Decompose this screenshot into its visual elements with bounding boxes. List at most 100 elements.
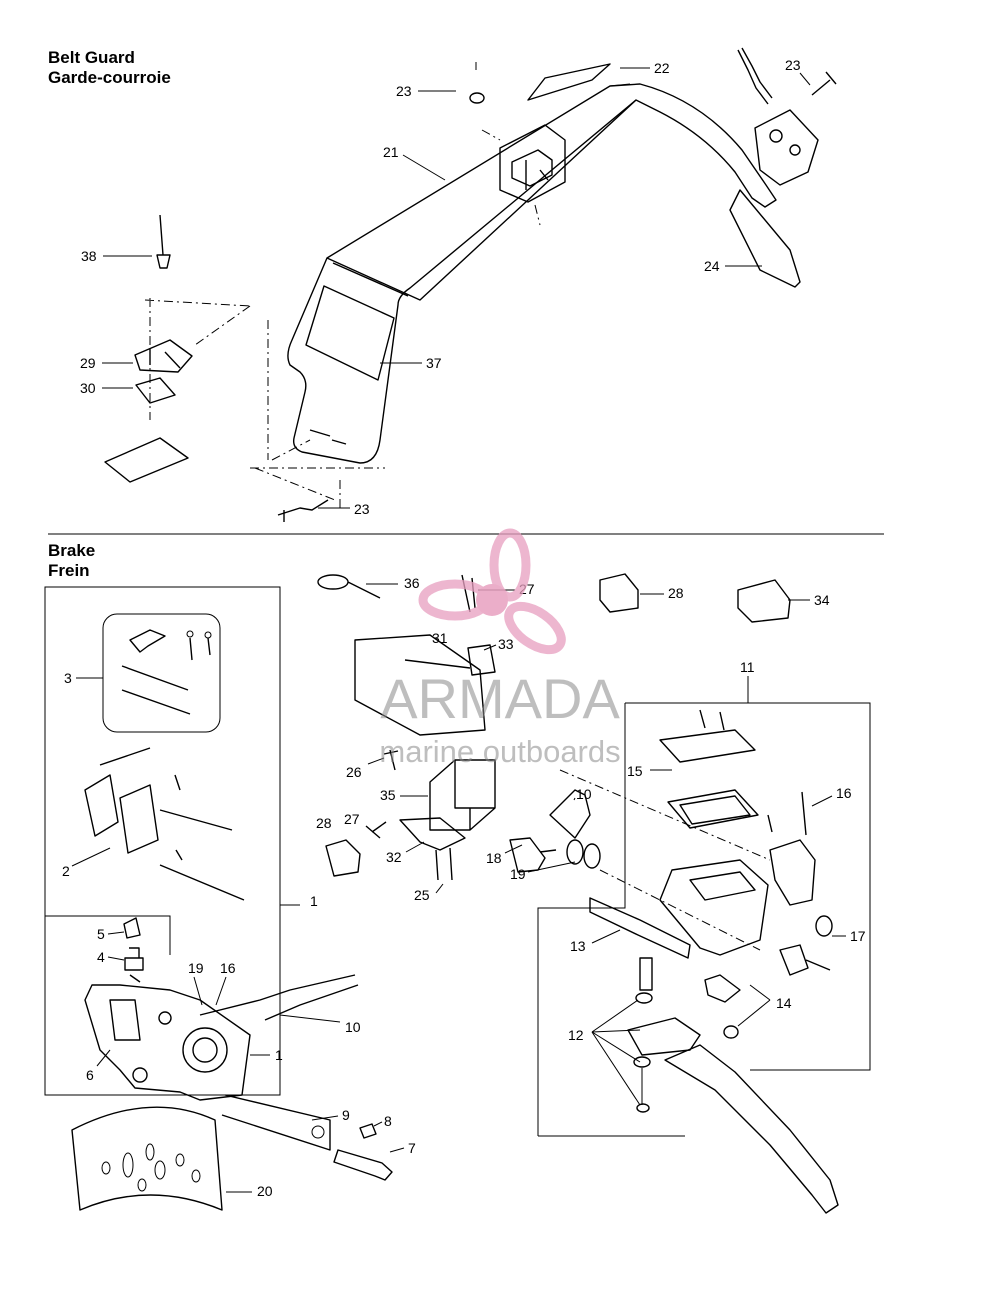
brake-title-fr: Frein	[48, 561, 90, 580]
callout-14: 14	[776, 995, 792, 1011]
callout-18: 18	[486, 850, 502, 866]
caliper-kit-bracket	[45, 904, 300, 955]
callout-33: 33	[498, 636, 514, 652]
rivet-23-bottom	[277, 499, 329, 522]
brake-hose-upper	[549, 789, 591, 839]
switch-housing	[354, 634, 486, 736]
banjo-bolt-18	[509, 837, 557, 873]
brake-disc	[71, 1106, 223, 1211]
gasket-plate	[104, 437, 189, 483]
callout-22: 22	[654, 60, 670, 76]
bolt-7	[333, 1149, 393, 1181]
caliper-kit-box	[44, 586, 281, 1096]
callout-2: 2	[62, 863, 70, 879]
callout-4: 4	[97, 949, 105, 965]
callout-15: 15	[627, 763, 643, 779]
brake-caliper	[84, 984, 331, 1151]
adjuster-17	[815, 915, 833, 937]
callout-12: 12	[568, 1027, 584, 1043]
callout-24: 24	[704, 258, 720, 274]
callout-19-upper: 19	[510, 866, 526, 882]
cap-screws	[699, 709, 725, 731]
pad-hardware-box	[102, 613, 221, 733]
handlebar-clamp	[769, 839, 816, 906]
belt-guard-body	[287, 83, 777, 464]
callout-9: 9	[342, 1107, 350, 1123]
brake-pads	[84, 747, 245, 901]
callout-16-lower: 16	[220, 960, 236, 976]
connector-34	[737, 579, 791, 623]
callout-11: 11	[740, 659, 755, 675]
rivet-23-right	[811, 71, 837, 96]
terminal-32	[399, 817, 466, 851]
brake-title: Brake Frein	[48, 541, 95, 581]
belt-guard-assembly	[104, 47, 837, 522]
watermark: ARMADA marine outboards	[379, 528, 621, 769]
watermark-tagline: marine outboards	[379, 734, 620, 769]
callout-23-bottom: 23	[354, 501, 370, 517]
callout-29: 29	[80, 355, 96, 371]
hinge-bracket	[499, 124, 566, 203]
connector-28-lower	[325, 839, 361, 877]
adjuster-bolt	[779, 944, 831, 976]
callout-6: 6	[86, 1067, 94, 1083]
callout-26: 26	[346, 764, 362, 780]
decal-window	[305, 285, 395, 381]
pin-27-lower	[365, 821, 387, 839]
connector-28-top	[599, 573, 639, 613]
callout-21: 21	[383, 144, 399, 160]
spring-part	[737, 47, 773, 105]
callout-5: 5	[97, 926, 105, 942]
callout-34: 34	[814, 592, 830, 608]
clamp-screws	[767, 791, 807, 836]
lever-mount	[627, 1017, 701, 1056]
screw-26	[383, 749, 399, 771]
part-23-washer	[469, 92, 485, 104]
callout-20: 20	[257, 1183, 273, 1199]
master-cylinder-body	[659, 859, 769, 956]
brake-callouts: 36 27 28 34 31 33 11 3 26 15 16 35 10 28…	[62, 575, 866, 1199]
callout-31: 31	[432, 630, 448, 646]
callout-35: 35	[380, 787, 396, 803]
part-22	[527, 63, 611, 101]
callout-28-top: 28	[668, 585, 684, 601]
screws-25	[435, 847, 453, 881]
callout-8: 8	[384, 1113, 392, 1129]
brake-title-en: Brake	[48, 541, 96, 560]
callout-28-lower: 28	[316, 815, 332, 831]
washer-19-b	[583, 843, 601, 869]
callout-30: 30	[80, 380, 96, 396]
callout-23-right: 23	[785, 57, 801, 73]
part-29	[134, 339, 193, 373]
callout-16: 16	[836, 785, 852, 801]
belt-guard-title-en: Belt Guard	[48, 48, 135, 67]
callout-13: 13	[570, 938, 586, 954]
pivot-bolt-12	[635, 957, 653, 1004]
master-cylinder-alignment	[559, 769, 771, 951]
belt-guard-callouts: 22 23 23 21 38 24 29 30 37 23	[80, 57, 811, 517]
washer-8	[359, 1123, 377, 1139]
reservoir-cap	[659, 729, 756, 763]
bleeder-cap	[123, 917, 141, 939]
belt-guard-alignment-lines	[144, 298, 385, 508]
part-33	[467, 644, 496, 676]
callout-19-lower: 19	[188, 960, 204, 976]
callout-1-lower: 1	[275, 1047, 283, 1063]
belt-guard-title: Belt Guard Garde-courroie	[48, 48, 171, 88]
brake-lever	[664, 1044, 839, 1214]
callout-36: 36	[404, 575, 420, 591]
callout-37: 37	[426, 355, 442, 371]
callout-32: 32	[386, 849, 402, 865]
callout-17: 17	[850, 928, 866, 944]
belt-guard-title-fr: Garde-courroie	[48, 68, 171, 87]
brake-disc-holes	[101, 1143, 201, 1192]
propeller-logo	[418, 528, 566, 655]
callout-3: 3	[64, 670, 72, 686]
callout-25: 25	[414, 887, 430, 903]
brake-line-13	[589, 897, 691, 959]
washer-19-a	[566, 839, 584, 865]
part-30	[135, 377, 176, 404]
callout-10-lower: 10	[345, 1019, 361, 1035]
lock-nut-14	[723, 1025, 739, 1039]
pivot-block	[704, 974, 741, 1003]
